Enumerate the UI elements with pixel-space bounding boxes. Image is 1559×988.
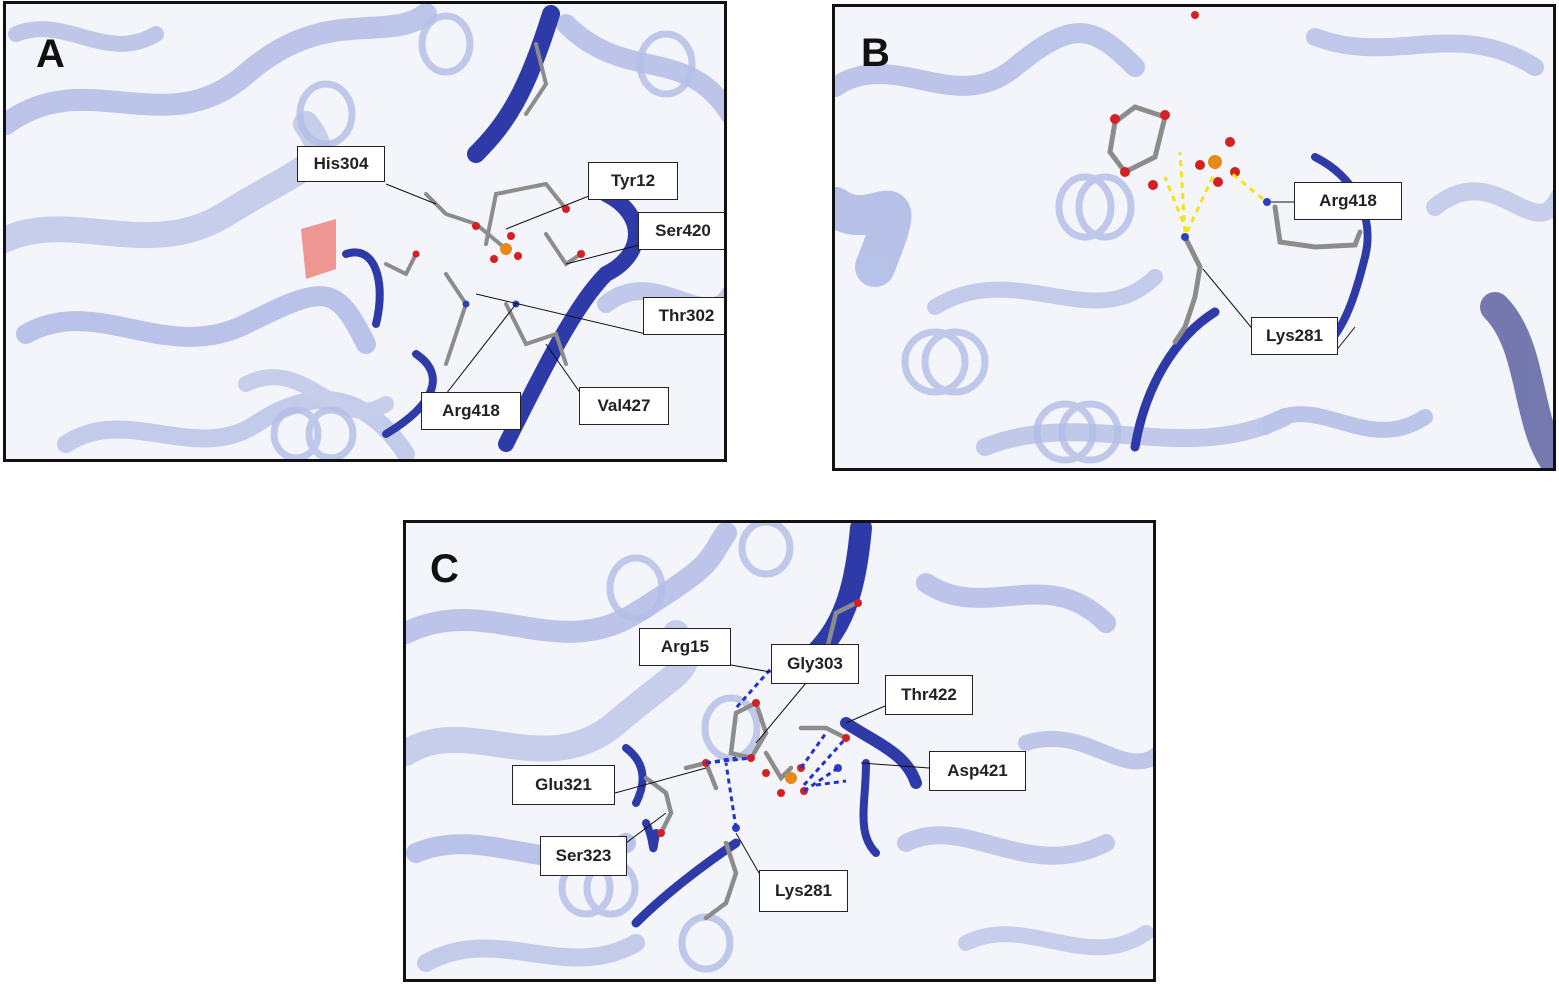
panel-c-letter: C: [430, 547, 459, 591]
label-asp421: Asp421: [929, 751, 1026, 791]
label-glu321: Glu321: [512, 765, 615, 805]
label-his304: His304: [297, 146, 385, 182]
label-arg418: Arg418: [1294, 182, 1402, 220]
label-arg15: Arg15: [639, 628, 731, 666]
label-gly303: Gly303: [771, 644, 859, 684]
panel-c: C Arg15 Gly303 Thr422 Asp421 Glu321 Ser3…: [403, 520, 1156, 982]
panel-a-letter: A: [36, 32, 65, 76]
label-lys281: Lys281: [1251, 317, 1338, 355]
panel-a: A His304 Tyr12 Ser420 Thr302 Arg418 Val4…: [3, 1, 727, 462]
label-tyr12: Tyr12: [588, 162, 678, 200]
label-lys281: Lys281: [759, 870, 848, 912]
panel-b-structure-render: [835, 11, 1553, 468]
label-val427: Val427: [579, 387, 669, 425]
label-ser420: Ser420: [638, 212, 724, 250]
label-thr302: Thr302: [643, 297, 724, 335]
panel-b: B Arg418 Lys281: [832, 4, 1556, 471]
panel-b-letter: B: [861, 31, 890, 75]
label-thr422: Thr422: [885, 675, 973, 715]
label-ser323: Ser323: [540, 836, 627, 876]
label-arg418: Arg418: [421, 392, 521, 430]
panel-a-structure-render: [6, 4, 724, 459]
panel-c-structure-render: [406, 523, 1153, 973]
